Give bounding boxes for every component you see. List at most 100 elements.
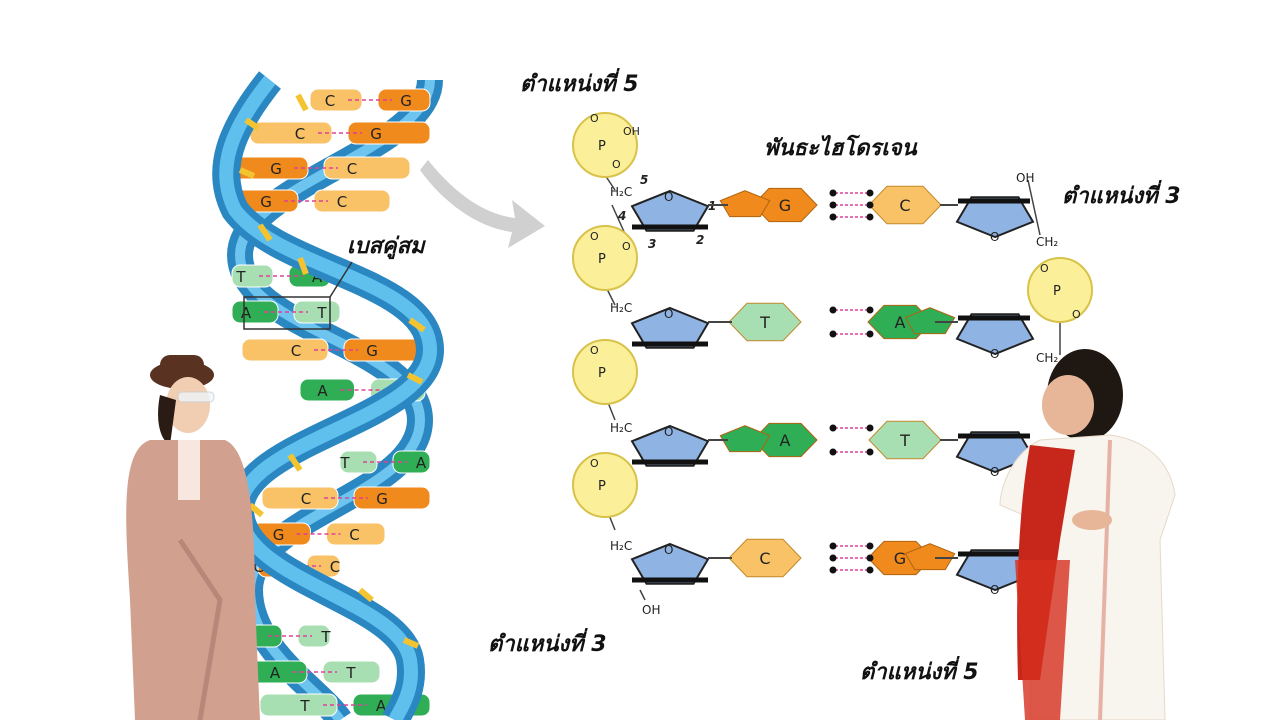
ch2-label: CH₂ xyxy=(1036,351,1058,365)
helix-base-letter-right: A xyxy=(416,454,427,472)
bond-dot xyxy=(829,542,837,550)
helix-base-letter-right: C xyxy=(347,160,357,178)
helix-base-letter-right: C xyxy=(349,526,359,544)
carbon-number-3: 3 xyxy=(648,237,656,251)
sugar-oxygen: O xyxy=(664,425,673,439)
base-left-ring-small xyxy=(719,190,771,218)
base-left-letter: G xyxy=(779,196,791,215)
helix-base-right xyxy=(313,189,391,213)
helix-base-letter-right: T xyxy=(345,664,356,682)
label-hydrogen-bond: พันธะไฮโดรเจน xyxy=(764,136,917,161)
oxygen-label: O xyxy=(612,158,621,171)
bond-dot xyxy=(866,542,874,550)
presenter-left xyxy=(126,355,260,720)
base-right-ring-small xyxy=(904,307,956,335)
bond-dot xyxy=(866,424,874,432)
left-backbone xyxy=(604,174,646,601)
helix-base-letter-left: C xyxy=(291,342,301,360)
label-position-3-bottom: ตำแหน่งที่ 3 xyxy=(488,632,607,657)
helix-base-pair: AT xyxy=(245,624,331,648)
presenter-right xyxy=(999,349,1176,720)
carbon-number-4: 4 xyxy=(617,209,626,223)
right-backbone xyxy=(1027,179,1061,355)
oxygen-label: O xyxy=(1072,308,1081,321)
oxygen-label: O xyxy=(590,112,599,125)
ladder-row: O O T A xyxy=(630,302,1035,361)
bond-dot xyxy=(866,189,874,197)
helix-base-letter-left: A xyxy=(241,304,252,322)
helix-base-letter-right: G xyxy=(366,342,378,360)
bond-dot xyxy=(866,566,874,574)
helix-base-right xyxy=(353,486,431,510)
bond-dot xyxy=(829,554,837,562)
bond-dot xyxy=(829,213,837,221)
bond-dot xyxy=(829,201,837,209)
ch2-label: H₂C xyxy=(610,185,632,199)
phosphate-left-4: P O xyxy=(572,452,638,518)
helix-base-letter-left: C xyxy=(295,125,305,143)
base-right-ring-small xyxy=(904,543,956,571)
base-right-letter: T xyxy=(899,431,910,450)
carbon-number-2: 2 xyxy=(696,233,704,247)
bond-dot xyxy=(866,330,874,338)
helix-base-letter-left: T xyxy=(235,268,246,286)
helix-base-letter-right: C xyxy=(330,558,340,576)
sugar-oxygen: O xyxy=(664,190,673,204)
ch2-label: CH₂ xyxy=(1036,235,1058,249)
label-position-5-bottom: ตำแหน่งที่ 5 xyxy=(860,660,979,685)
base-right-letter: G xyxy=(894,549,906,568)
helix-base-letter-left: T xyxy=(299,697,310,715)
label-position-3-right: ตำแหน่งที่ 3 xyxy=(1062,184,1181,209)
helix-base-left xyxy=(309,88,363,112)
helix-stripes xyxy=(238,93,426,649)
label-position-5-top: ตำแหน่งที่ 5 xyxy=(520,72,639,97)
helix-base-letter-right: T xyxy=(316,304,327,322)
bond-dot xyxy=(829,189,837,197)
base-pair-pointer xyxy=(329,261,353,298)
base-right-letter: A xyxy=(895,313,906,332)
dna-ladder: P O OH O P O O P O P O P O O H₂C xyxy=(572,112,1093,617)
bond-dot xyxy=(829,306,837,314)
sugar-left xyxy=(630,189,710,232)
phosphate-left-3: P O xyxy=(572,339,638,405)
bond-dot xyxy=(866,306,874,314)
helix-base-letter-left: C xyxy=(325,92,335,110)
hydroxyl-label: OH xyxy=(642,603,660,617)
carbon-number-5: 5 xyxy=(640,173,648,187)
helix-base-letter-right: C xyxy=(337,193,347,211)
hydroxyl-label: OH xyxy=(623,125,640,138)
bond-dot xyxy=(866,448,874,456)
helix-front-strand-highlight xyxy=(219,75,438,720)
sugar-oxygen: O xyxy=(664,307,673,321)
helix-base-letter-right: G xyxy=(370,125,382,143)
phosphate-label: P xyxy=(598,366,606,381)
base-left-letter: T xyxy=(759,313,770,332)
oxygen-label: O xyxy=(622,240,631,253)
bond-dot xyxy=(866,201,874,209)
double-helix: CGCGGCGCTAATCGATTACGGCGCATATTA xyxy=(212,71,445,720)
bond-dot xyxy=(829,424,837,432)
sugar-right xyxy=(955,313,1035,356)
helix-base-letter-left: G xyxy=(273,526,285,544)
helix-base-letter-left: G xyxy=(270,160,282,178)
sugar-left xyxy=(630,424,710,467)
bond-dot xyxy=(829,330,837,338)
helix-base-letter-right: G xyxy=(376,490,388,508)
base-left-ring-small xyxy=(719,425,771,453)
sugar-oxygen: O xyxy=(990,347,999,361)
base-left-letter: A xyxy=(780,431,791,450)
sugar-left xyxy=(630,306,710,349)
helix-base-letter-right: G xyxy=(400,92,412,110)
base-pair-highlight-box xyxy=(243,296,331,330)
bond-dot xyxy=(829,448,837,456)
oxygen-label: O xyxy=(590,230,599,243)
helix-base-letter-left: G xyxy=(260,193,272,211)
